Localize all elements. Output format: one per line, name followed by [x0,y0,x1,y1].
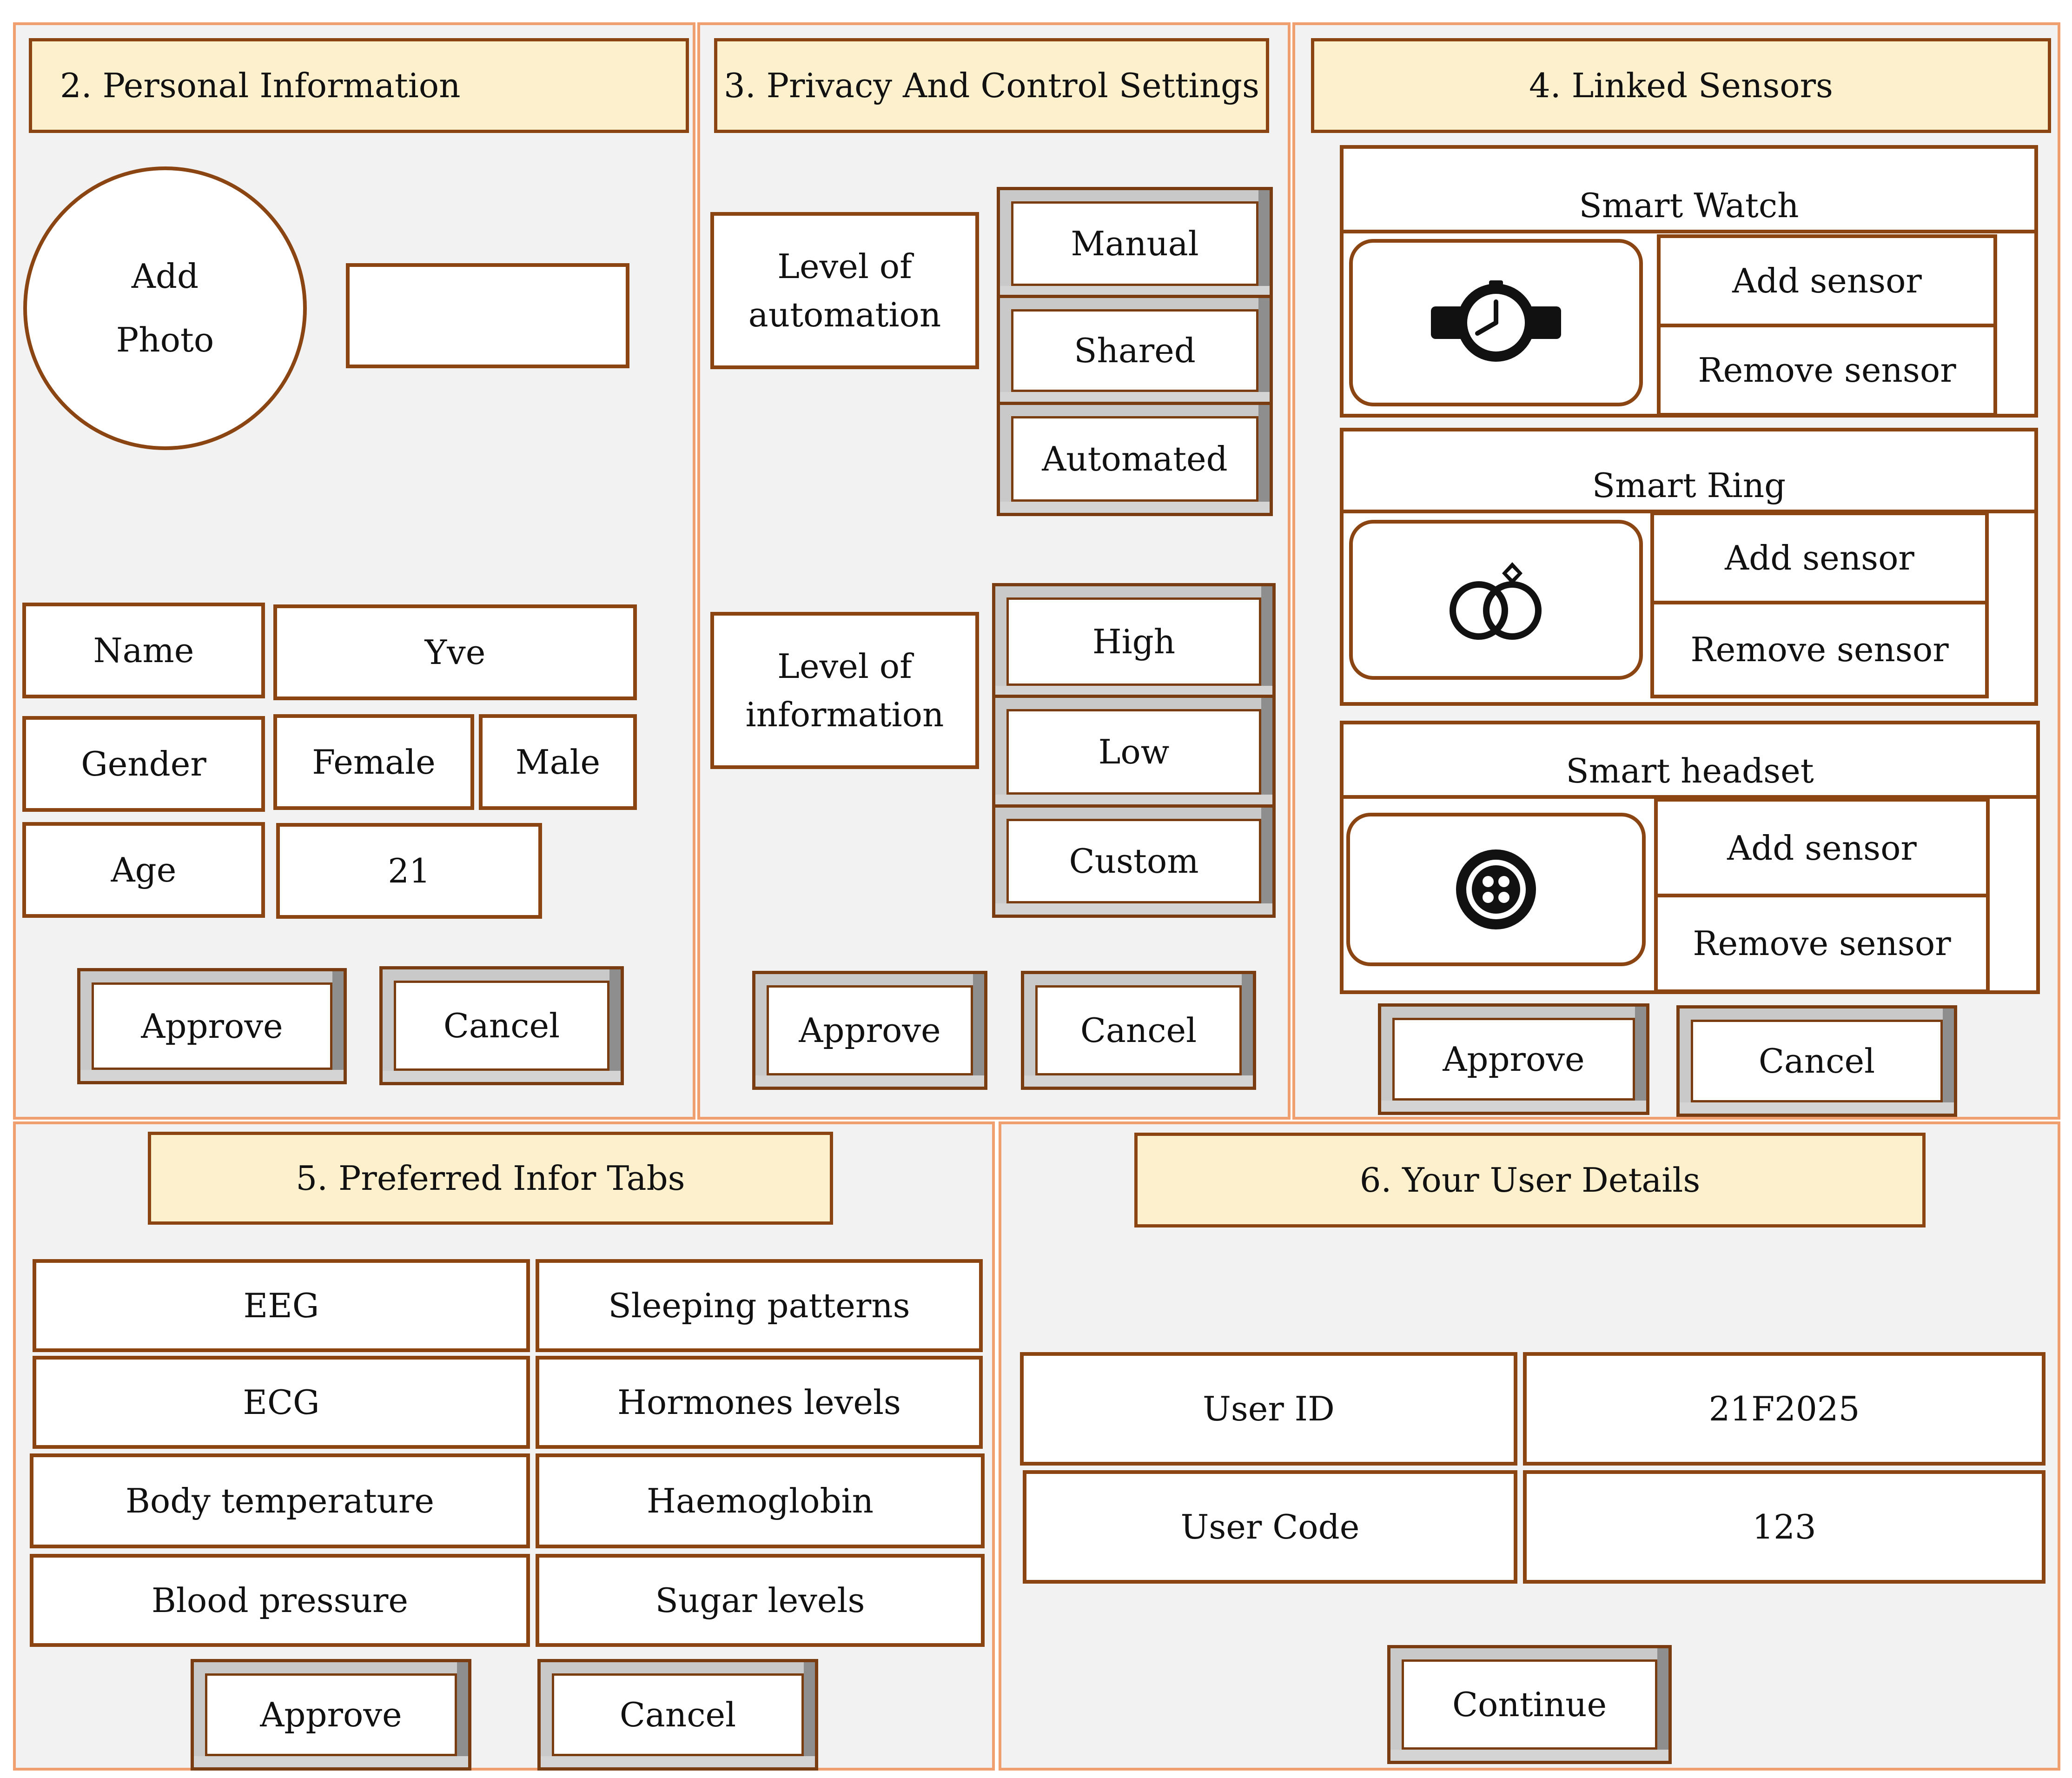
tab-hormones-levels[interactable]: Hormones levels [536,1356,983,1449]
rings-icon [1450,562,1542,640]
tab-body-temperature[interactable]: Body temperature [30,1453,530,1548]
user-details-title: 6. Your User Details [1359,1161,1701,1200]
user-details-panel: 6. Your User Details User ID 21F2025 Use… [999,1121,2060,1771]
continue-button[interactable]: Continue [1387,1645,1672,1764]
personal-cancel-button[interactable]: Cancel [379,966,624,1085]
privacy-settings-header: 3. Privacy And Control Settings [714,38,1269,133]
user-code-label: User Code [1023,1470,1517,1584]
information-option-custom[interactable]: Custom [992,804,1276,918]
information-options: High Low Custom [992,583,1276,918]
linked-sensors-title: 4. Linked Sensors [1529,66,1833,105]
gender-label: Gender [22,716,265,812]
preferred-tabs-panel: 5. Preferred Infor Tabs EEG ECG Body tem… [13,1121,995,1771]
sensor-smart-ring-name: Smart Ring [1592,466,1786,505]
linked-sensors-header: 4. Linked Sensors [1311,38,2051,133]
age-label: Age [22,822,265,918]
personal-information-panel: 2. Personal Information Add Photo Name Y… [13,22,695,1120]
photo-name-field[interactable] [346,263,629,368]
name-field[interactable]: Yve [273,604,637,700]
information-option-high[interactable]: High [992,583,1276,700]
linked-sensors-panel: 4. Linked Sensors Smart Watch Add sensor… [1292,22,2060,1120]
tab-haemoglobin[interactable]: Haemoglobin [536,1453,985,1548]
sensor-smart-watch-name: Smart Watch [1579,186,1799,225]
preferred-tabs-header: 5. Preferred Infor Tabs [148,1132,833,1225]
sensor-smart-headset-name: Smart headset [1566,751,1814,790]
smart-headset-add-sensor-button[interactable]: Add sensor [1654,798,1990,898]
watch-icon [1431,280,1561,362]
tab-sugar-levels[interactable]: Sugar levels [536,1554,985,1647]
age-field[interactable]: 21 [276,823,542,919]
sensors-approve-button[interactable]: Approve [1378,1003,1649,1115]
smart-headset-icon-card [1346,813,1646,966]
privacy-cancel-button[interactable]: Cancel [1021,971,1256,1090]
automation-level-label: Level of automation [710,212,979,369]
user-details-header: 6. Your User Details [1134,1133,1926,1227]
smart-watch-add-sensor-button[interactable]: Add sensor [1657,234,1997,327]
smart-ring-add-sensor-button[interactable]: Add sensor [1650,511,1989,604]
add-photo-label-line1: Add [131,257,199,296]
tab-eeg[interactable]: EEG [33,1259,530,1352]
personal-information-header: 2. Personal Information [29,38,689,133]
user-code-field[interactable]: 123 [1523,1470,2046,1584]
privacy-settings-panel: 3. Privacy And Control Settings Level of… [697,22,1291,1120]
privacy-settings-title: 3. Privacy And Control Settings [724,66,1259,105]
user-id-field[interactable]: 21F2025 [1523,1352,2046,1466]
gender-female-option[interactable]: Female [273,714,474,810]
smart-watch-remove-sensor-button[interactable]: Remove sensor [1657,324,1997,417]
privacy-approve-button[interactable]: Approve [752,971,987,1090]
tabs-approve-button[interactable]: Approve [191,1659,471,1771]
user-id-label: User ID [1020,1352,1517,1466]
automation-option-automated[interactable]: Automated [997,402,1273,516]
gender-male-option[interactable]: Male [479,714,637,810]
smart-ring-icon-card [1349,520,1643,680]
smart-headset-remove-sensor-button[interactable]: Remove sensor [1654,894,1990,993]
tab-sleeping-patterns[interactable]: Sleeping patterns [536,1259,983,1352]
personal-information-title: 2. Personal Information [60,66,461,105]
automation-option-shared[interactable]: Shared [997,295,1273,406]
personal-approve-button[interactable]: Approve [77,968,347,1084]
tab-ecg[interactable]: ECG [33,1356,530,1449]
smart-ring-remove-sensor-button[interactable]: Remove sensor [1650,601,1989,698]
headset-button-icon [1456,849,1536,929]
tabs-cancel-button[interactable]: Cancel [537,1659,818,1771]
add-photo-label-line2: Photo [116,320,214,359]
automation-option-manual[interactable]: Manual [997,187,1273,300]
information-option-low[interactable]: Low [992,695,1276,809]
automation-options: Manual Shared Automated [997,187,1273,516]
sensors-cancel-button[interactable]: Cancel [1676,1005,1957,1117]
preferred-tabs-title: 5. Preferred Infor Tabs [296,1159,685,1198]
smart-watch-icon-card [1349,239,1643,406]
tab-blood-pressure[interactable]: Blood pressure [30,1554,530,1647]
name-label: Name [22,603,265,698]
add-photo-button[interactable]: Add Photo [23,166,307,450]
information-level-label: Level of information [710,612,979,769]
